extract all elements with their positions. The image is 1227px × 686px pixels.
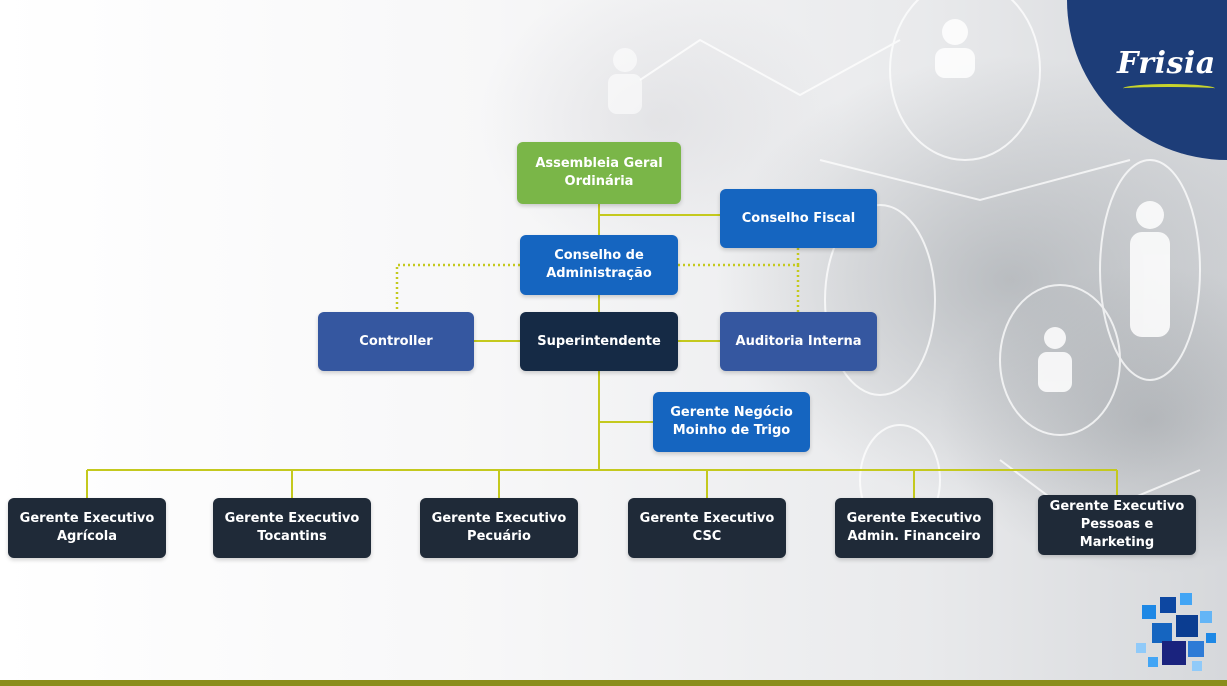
executive-box-pecuario: Gerente Executivo Pecuário (420, 498, 578, 558)
executive-box-admin-financeiro: Gerente Executivo Admin. Financeiro (835, 498, 993, 558)
bottom-accent-bar (0, 680, 1227, 686)
assembleia-geral-box: Assembleia Geral Ordinária (517, 142, 681, 204)
person-silhouette-icon (935, 19, 1170, 392)
controller-box: Controller (318, 312, 474, 371)
superintendente-box: Superintendente (520, 312, 678, 371)
auditoria-interna-box: Auditoria Interna (720, 312, 877, 371)
cube-cluster-icon (1136, 593, 1216, 671)
executive-box-tocantins: Gerente Executivo Tocantins (213, 498, 371, 558)
executive-box-agricola: Gerente Executivo Agrícola (8, 498, 166, 558)
gerente-negocio-box: Gerente Negócio Moinho de Trigo (653, 392, 810, 452)
conselho-fiscal-box: Conselho Fiscal (720, 189, 877, 248)
executive-box-csc: Gerente Executivo CSC (628, 498, 786, 558)
conselho-administracao-box: Conselho de Administração (520, 235, 678, 295)
logo-swoosh (1123, 84, 1215, 93)
logo-text: Frisia (1117, 46, 1216, 81)
executive-box-pessoas-marketing: Gerente Executivo Pessoas e Marketing (1038, 495, 1196, 555)
